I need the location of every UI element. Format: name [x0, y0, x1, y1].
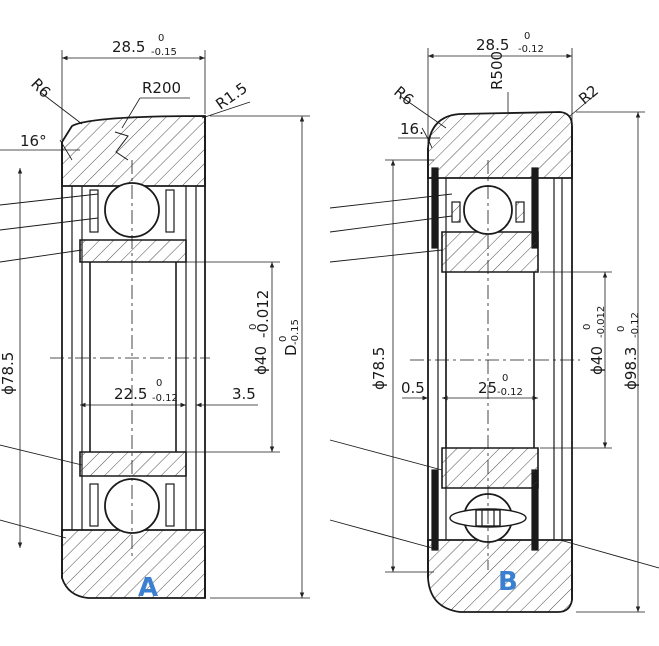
a-width-tol-upper: 0 [158, 33, 164, 44]
a-r-crown: R200 [142, 79, 181, 97]
figure-a [0, 50, 310, 599]
b-inner-width-tol-lower: -0.12 [497, 387, 523, 398]
b-outer-tol-upper: 0 [616, 326, 627, 332]
b-bore-tol-upper: 0 [582, 324, 593, 330]
b-width: 28.5 [476, 36, 509, 54]
b-outer-tol-lower: -0.12 [630, 312, 641, 338]
inner-ring-top-a [79, 239, 187, 263]
b-inner-width: 25 [478, 379, 497, 397]
b-bore: ϕ40 [588, 346, 606, 375]
b-r-crown: R500 [488, 51, 506, 90]
b-r-right: R2 [575, 81, 602, 108]
a-width: 28.5 [112, 38, 145, 56]
outer-ring-bottom-b [427, 539, 573, 613]
a-r-left: R6 [27, 75, 54, 102]
b-offset: 0.5 [401, 379, 425, 397]
a-offset: 3.5 [232, 385, 256, 403]
a-outer: D [282, 344, 300, 356]
b-tag: B [498, 567, 518, 597]
b-bore-tol-lower: -0.012 [596, 306, 607, 338]
b-outer: ϕ98.3 [622, 347, 640, 390]
b-width-tol-upper: 0 [524, 31, 530, 42]
a-seal-dia: ϕ78.5 [0, 352, 17, 395]
inner-ring-bottom-a [79, 451, 187, 477]
b-width-tol-lower: -0.12 [518, 44, 544, 55]
a-bore-tol-upper: 0 [248, 324, 259, 330]
outer-ring-top-b [427, 111, 573, 179]
figure-b [329, 48, 659, 613]
b-seal-dia: ϕ78.5 [370, 347, 388, 390]
inner-ring-top-b [441, 231, 539, 273]
a-width-tol-lower: -0.15 [151, 47, 177, 58]
a-inner-width-tol-lower: -0.12 [152, 393, 178, 404]
a-angle: 16° [20, 132, 47, 150]
a-tag: A [138, 573, 158, 603]
a-bore-tol-lower: -0.012 [254, 290, 272, 338]
b-angle: 16. [400, 120, 424, 138]
a-outer-tol-lower: -0.15 [290, 319, 301, 345]
outer-ring-top-a [61, 115, 206, 187]
a-bore: ϕ40 [252, 346, 270, 375]
a-inner-width: 22.5 [114, 385, 147, 403]
a-outer-tol-upper: 0 [278, 336, 289, 342]
a-inner-width-tol-upper: 0 [156, 378, 162, 389]
inner-ring-bottom-b [441, 447, 539, 489]
b-inner-width-tol-upper: 0 [502, 373, 508, 384]
outer-ring-bottom-a [61, 529, 206, 599]
